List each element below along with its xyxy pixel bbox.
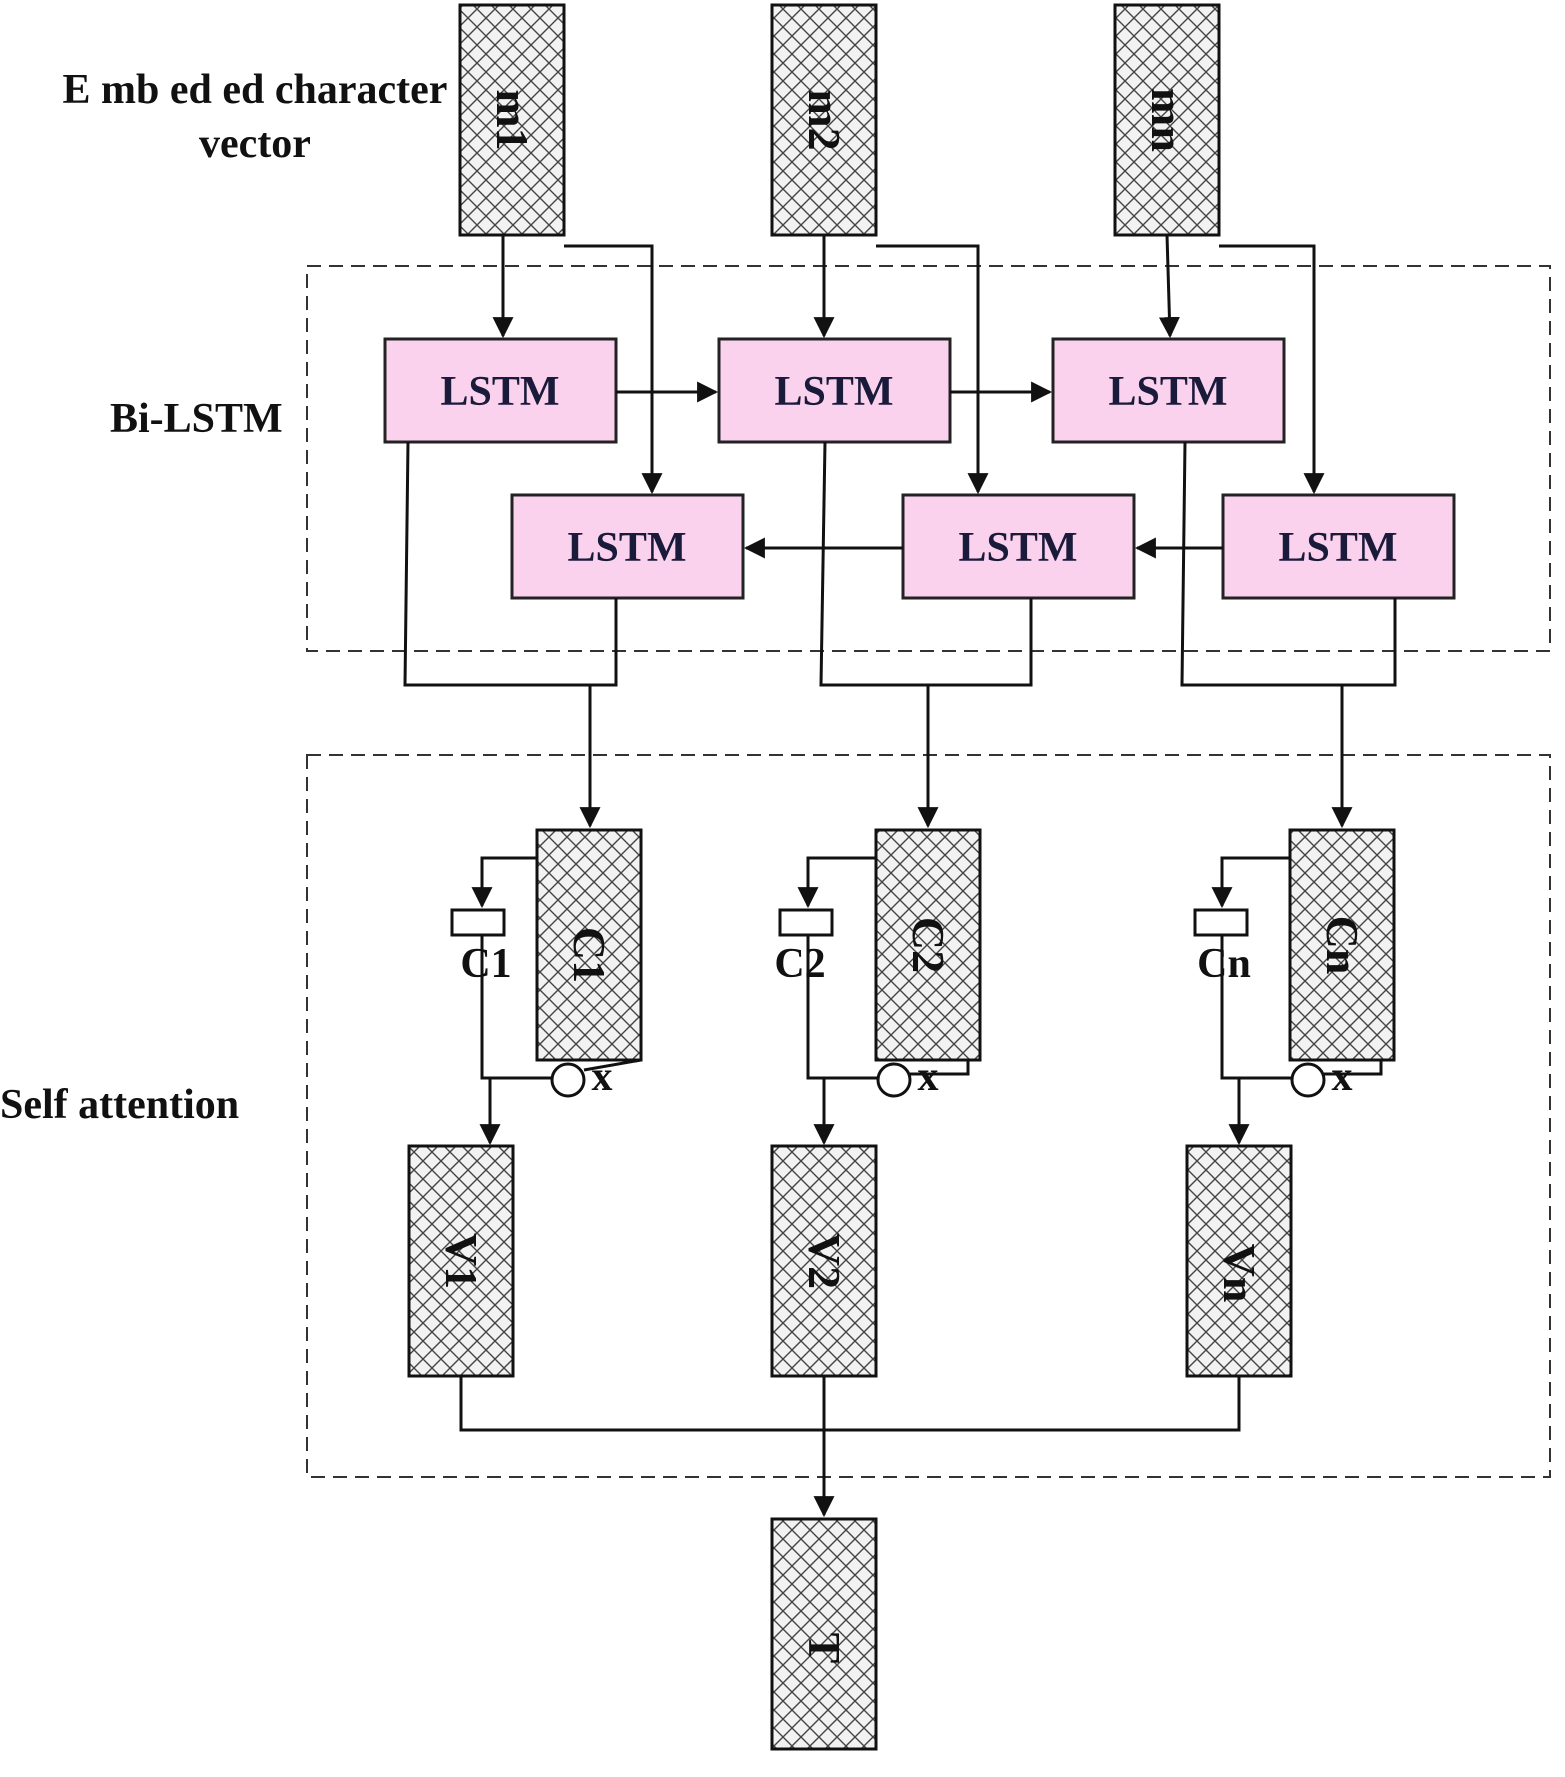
wire-mn-to-backward-lstm-3 [1219,244,1325,495]
context-vector-c1-label: C1 [564,927,615,983]
multiply-node-2 [876,1062,912,1098]
weighted-vector-vn-label: Vn [1214,1244,1265,1303]
backward-lstm-3-label: LSTM [1278,525,1397,571]
forward-lstm-2: LSTM [717,337,952,444]
backward-lstm-2: LSTM [901,493,1136,600]
attention-branch-2 [797,856,876,909]
bilstm-label: Bi-LSTM [110,396,283,442]
attention-weight-label-2: C2 [774,941,825,987]
output-vector-t: T [770,1517,878,1751]
input-vector-mn: mn [1113,3,1221,237]
embedded-vector-label-line1: E mb ed ed character [63,67,448,113]
attention-weight-line-2 [806,935,880,1080]
multiply-link-2 [910,1060,970,1076]
multiply-node-1 [550,1062,586,1098]
wire-mn-to-forward-lstm-3 [1158,234,1180,339]
attention-branch-1 [471,856,537,909]
self-attention-label: Self attention [0,1082,239,1128]
multiply-symbol-2: x [918,1054,939,1100]
attention-branch-n [1211,856,1290,909]
forward-lstm-1: LSTM [383,337,618,444]
merge-wire-1 [403,441,618,687]
merge-wire-2 [819,441,1033,687]
wire-m2-to-backward-lstm-2 [876,244,989,495]
multiply-symbol-n: x [1332,1054,1353,1100]
backward-lstm-1-label: LSTM [567,525,686,571]
forward-lstm-1-label: LSTM [440,369,559,415]
context-vector-c2: C2 [874,828,982,1062]
forward-lstm-3-label: LSTM [1108,369,1227,415]
embedded-vector-label-line2: vector [199,121,311,167]
input-vector-mn-label: mn [1142,88,1193,152]
weighted-vector-vn: Vn [1185,1144,1293,1378]
attention-weight-label-1: C1 [460,941,511,987]
output-vector-t-label: T [799,1633,850,1664]
attention-weight-box-2 [778,908,834,937]
weighted-vector-v1: V1 [407,1144,515,1378]
context-vector-c2-label: C2 [903,917,954,973]
input-vector-m2-label: m2 [799,89,850,150]
weighted-vector-v2-label: V2 [799,1233,850,1289]
attention-weight-label-n: Cn [1197,941,1251,987]
weighted-vector-v1-label: V1 [436,1233,487,1289]
forward-lstm-2-label: LSTM [774,369,893,415]
backward-lstm-2-label: LSTM [958,525,1077,571]
multiply-symbol-1: x [592,1054,613,1100]
context-vector-c1: C1 [535,828,643,1062]
input-vector-m1-label: m1 [487,89,538,150]
multiply-link-n [1324,1060,1383,1076]
context-vector-cn: Cn [1288,828,1396,1062]
attention-weight-line-n [1220,935,1294,1080]
context-vector-cn-label: Cn [1317,916,1368,975]
attention-weight-box-1 [450,908,506,937]
backward-lstm-3: LSTM [1221,493,1456,600]
merge-wire-3 [1180,441,1397,687]
input-vector-m1: m1 [458,3,566,237]
attention-weight-line-1 [480,935,555,1080]
input-vector-m2: m2 [770,3,878,237]
multiply-node-n [1290,1062,1326,1098]
forward-lstm-3: LSTM [1051,337,1286,444]
sum-wire-v1 [459,1376,1241,1432]
backward-lstm-1: LSTM [510,493,745,600]
multiply-link-1 [583,1058,642,1072]
wire-m1-to-backward-lstm-1 [564,244,663,495]
weighted-vector-v2: V2 [770,1144,878,1378]
bilstm-group-box [306,265,1551,652]
attention-weight-box-n [1193,908,1249,937]
